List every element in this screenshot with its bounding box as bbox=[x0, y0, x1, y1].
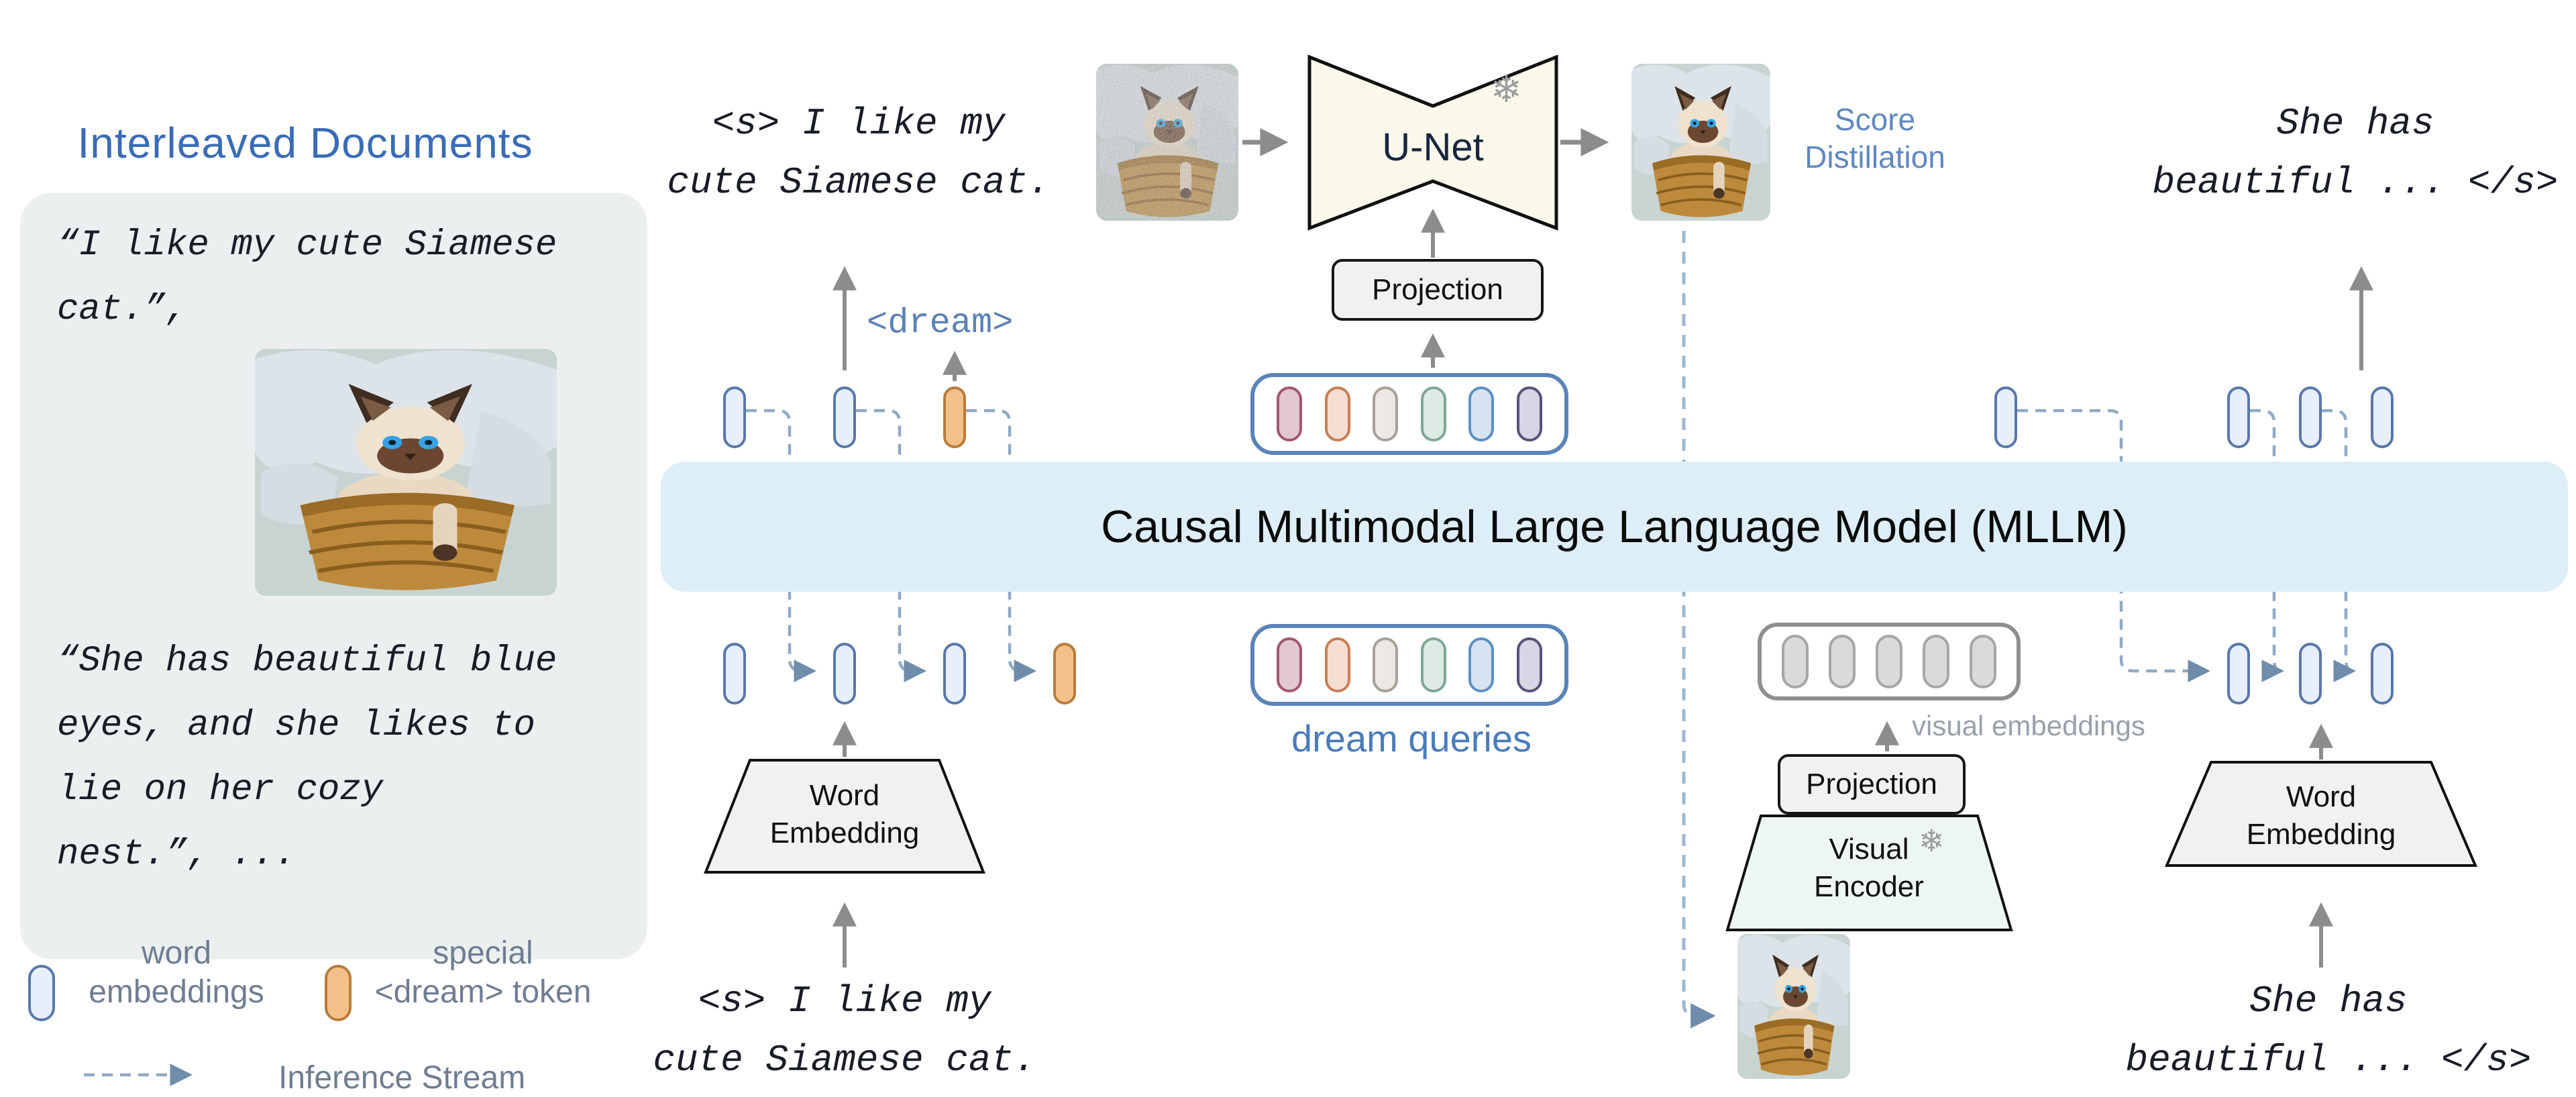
word-embedding-label-left: Word Embedding bbox=[710, 777, 979, 852]
visual-embedding-pill bbox=[1970, 635, 1996, 688]
we-right-line2: Embedding bbox=[2246, 818, 2396, 851]
snowflake-icon: ❄ bbox=[1491, 68, 1522, 110]
dream-query-pill bbox=[1468, 637, 1495, 692]
left-input-line2: cute Siamese cat. bbox=[653, 1039, 1036, 1082]
word-embedding-pill bbox=[723, 386, 746, 448]
legend-inference-stream-label: Inference Stream bbox=[278, 1060, 526, 1096]
dream-query-pill bbox=[1420, 637, 1446, 692]
distillation-line: Distillation bbox=[1805, 140, 1945, 174]
quote2-line3: lie on her cozy bbox=[57, 770, 384, 811]
document-quote-2: “She has beautiful blue eyes, and she li… bbox=[57, 629, 557, 887]
word-embedding-pill bbox=[943, 643, 966, 704]
dream-token-text: <dream> bbox=[867, 303, 1014, 343]
word-embedding-label-right: Word Embedding bbox=[2187, 778, 2455, 853]
left-output-text: <s> I like my cute Siamese cat. bbox=[644, 94, 1073, 212]
left-input-text: <s> I like my cute Siamese cat. bbox=[630, 972, 1059, 1090]
right-input-text: She has beautiful ... </s> bbox=[2120, 972, 2537, 1090]
left-output-line2: cute Siamese cat. bbox=[667, 161, 1051, 204]
input-cat-image bbox=[1737, 934, 1850, 1079]
unet-projection-label: Projection bbox=[1372, 273, 1503, 306]
score-distillation-label: Score Distillation bbox=[1778, 101, 1972, 176]
quote2-line1: “She has beautiful blue bbox=[57, 641, 557, 682]
right-output-line1: She has bbox=[2276, 102, 2434, 145]
mllm-band-label: Causal Multimodal Large Language Model (… bbox=[1101, 501, 2128, 552]
word-embedding-pill bbox=[1994, 386, 2017, 448]
legend-word-line: word bbox=[141, 935, 212, 971]
dream-query-pill bbox=[1516, 637, 1542, 692]
visual-encoder-label: Visual Encoder bbox=[1735, 831, 2003, 906]
we-left-line2: Embedding bbox=[769, 817, 920, 849]
word-embedding-pill bbox=[833, 386, 856, 448]
generated-image bbox=[1631, 64, 1770, 221]
visual-embedding-pill bbox=[1829, 635, 1856, 688]
interleaved-documents-title: Interleaved Documents bbox=[77, 119, 533, 167]
dream-queries-container-bottom bbox=[1250, 624, 1568, 706]
word-embedding-pill bbox=[2299, 386, 2322, 448]
dream-query-pill bbox=[1277, 386, 1303, 441]
quote1-line2: cat.”, bbox=[57, 289, 188, 330]
legend-special-line: special bbox=[433, 935, 533, 971]
dream-query-pill bbox=[1277, 637, 1303, 692]
left-output-line1: <s> I like my bbox=[712, 102, 1006, 145]
encoder-line: Encoder bbox=[1814, 870, 1924, 903]
legend-special-token-label: special <dream> token bbox=[366, 934, 600, 1012]
legend-word-embeddings-label: word embeddings bbox=[76, 934, 277, 1012]
word-embedding-pill bbox=[2227, 386, 2250, 448]
dream-token-pill bbox=[1053, 643, 1076, 704]
quote2-line2: eyes, and she likes to bbox=[57, 705, 535, 746]
we-right-line1: Word bbox=[2286, 780, 2357, 813]
right-input-line1: She has bbox=[2249, 980, 2408, 1023]
dream-queries-container-top bbox=[1250, 373, 1568, 455]
dream-query-pill bbox=[1468, 386, 1495, 441]
visual-embedding-pill bbox=[1876, 635, 1902, 688]
we-left-line1: Word bbox=[809, 779, 880, 812]
quote2-line4: nest.”, ... bbox=[57, 834, 297, 875]
visual-line: Visual bbox=[1829, 833, 1909, 866]
visual-projection-box: Projection bbox=[1778, 754, 1966, 815]
document-cat-photo bbox=[255, 349, 557, 596]
snowflake-icon: ❄ bbox=[1919, 823, 1945, 858]
score-line: Score bbox=[1834, 102, 1916, 137]
left-input-line1: <s> I like my bbox=[698, 980, 991, 1023]
visual-embeddings-container bbox=[1758, 623, 2021, 700]
dream-query-pill bbox=[1516, 386, 1542, 441]
word-embedding-pill bbox=[2227, 643, 2250, 704]
visual-embedding-pill bbox=[1782, 635, 1809, 688]
visual-projection-label: Projection bbox=[1806, 768, 1937, 800]
word-embedding-pill bbox=[2371, 643, 2394, 704]
legend-embeddings-line: embeddings bbox=[89, 974, 264, 1010]
mllm-band: Causal Multimodal Large Language Model (… bbox=[661, 462, 2568, 592]
dream-query-pill bbox=[1373, 386, 1399, 441]
word-embedding-pill bbox=[723, 643, 746, 704]
right-output-text: She has beautiful ... </s> bbox=[2147, 94, 2564, 212]
word-embedding-pill bbox=[2299, 643, 2322, 704]
word-embedding-pill bbox=[2371, 386, 2394, 448]
dream-query-pill bbox=[1324, 386, 1350, 441]
right-input-line2: beautiful ... </s> bbox=[2125, 1039, 2532, 1082]
dream-token-pill bbox=[943, 386, 966, 448]
image-feedback-dashed-line bbox=[1682, 231, 1716, 1029]
visual-embedding-pill bbox=[1923, 635, 1949, 688]
dream-query-pill bbox=[1420, 386, 1446, 441]
word-embedding-pill bbox=[833, 643, 856, 704]
noisy-image bbox=[1096, 64, 1238, 221]
dream-queries-label: dream queries bbox=[1291, 717, 1532, 760]
document-quote-1: “I like my cute Siamese cat.”, bbox=[57, 213, 557, 342]
legend-dream-token-pill bbox=[325, 965, 352, 1021]
dream-query-pill bbox=[1324, 637, 1350, 692]
legend-word-embedding-pill bbox=[28, 965, 55, 1021]
dream-query-pill bbox=[1373, 637, 1399, 692]
unet-projection-box: Projection bbox=[1332, 259, 1544, 321]
visual-embeddings-label: visual embeddings bbox=[1912, 710, 2145, 741]
legend-dream-token-line: <dream> token bbox=[374, 974, 592, 1010]
unet-label: U-Net bbox=[1382, 125, 1484, 169]
right-output-line2: beautiful ... </s> bbox=[2152, 161, 2559, 204]
quote1-line1: “I like my cute Siamese bbox=[57, 225, 557, 266]
